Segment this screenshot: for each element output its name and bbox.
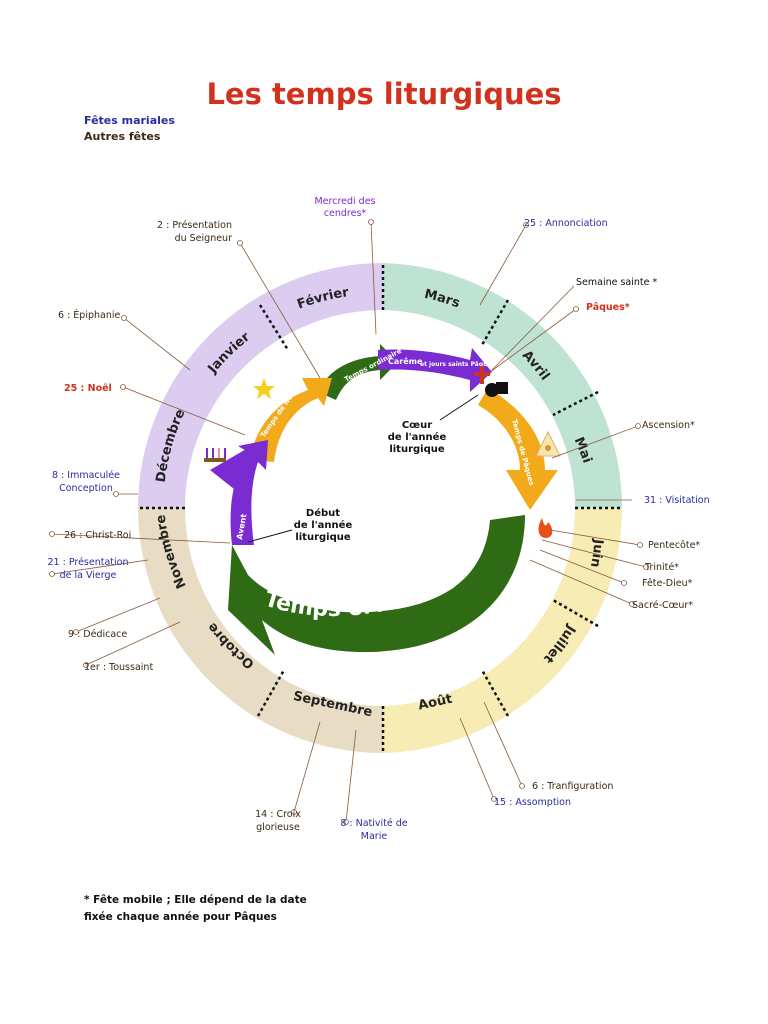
feast-visitation: 31 : Visitation — [644, 495, 710, 506]
arrow-temps-paques — [478, 388, 558, 510]
feast-semaine-sainte: Semaine sainte * — [576, 277, 657, 288]
svg-text:de l'année: de l'année — [294, 519, 353, 531]
feast-nativite-marie-2: Marie — [361, 831, 388, 842]
divider-apr-may — [552, 390, 599, 417]
feast-christ-roi: 26 : Christ-Roi — [64, 530, 131, 541]
feast-annonciation: 25 : Annonciation — [524, 218, 608, 229]
footnote-line-1: * Fête mobile ; Elle dépend de la date — [84, 894, 307, 906]
note-debut: Début de l'année liturgique — [247, 507, 353, 543]
star-icon — [253, 378, 275, 399]
feast-presentation-vierge-2: de la Vierge — [60, 570, 117, 581]
svg-text:Cœur: Cœur — [402, 420, 432, 431]
feast-croix-glorieuse-1: 14 : Croix — [255, 809, 301, 820]
feast-fete-dieu: Fête-Dieu* — [642, 578, 693, 589]
svg-text:liturgique: liturgique — [295, 532, 351, 543]
tomb-icon — [485, 382, 508, 397]
season-arrows — [210, 344, 558, 655]
label-careme: Carême — [388, 356, 423, 366]
feast-epiphanie: 6 : Épiphanie — [58, 309, 120, 321]
candles-icon — [204, 448, 226, 462]
feast-transfiguration: 6 : Tranfiguration — [532, 781, 613, 792]
month-juin: Juin — [587, 538, 606, 569]
note-coeur: Cœur de l'année liturgique — [388, 394, 479, 455]
note-debut-pointer — [247, 529, 293, 543]
feast-dedicace: 9 : Dédicace — [68, 629, 127, 640]
arrow-temps-ordinaire-big — [228, 515, 525, 655]
feast-markers — [49, 219, 649, 825]
flame-icon — [538, 518, 553, 538]
feast-mercredi-cendres-2: cendres* — [324, 208, 367, 219]
svg-text:liturgique: liturgique — [389, 444, 445, 455]
svg-text:de l'année: de l'année — [388, 431, 447, 443]
divider-jan-feb — [258, 304, 290, 351]
feast-mercredi-cendres-1: Mercredi des — [314, 196, 375, 207]
month-aout: Août — [417, 692, 454, 714]
feast-presentation-seigneur-1: 2 : Présentation — [157, 220, 232, 231]
feast-leaders — [51, 221, 647, 823]
feast-sacre-coeur: Sacré-Cœur* — [632, 600, 693, 611]
feast-ascension: Ascension* — [642, 420, 695, 431]
ring-autumn — [138, 508, 383, 753]
ring-winter — [138, 263, 383, 508]
note-coeur-pointer — [439, 394, 479, 421]
label-avent: Avent — [235, 513, 248, 540]
legend-other: Autres fêtes — [84, 130, 161, 143]
feast-toussaint: 1er : Toussaint — [84, 662, 153, 673]
month-dividers — [140, 265, 620, 751]
cross-icon — [474, 366, 490, 384]
feast-immaculee-1: 8 : Immaculée — [52, 470, 120, 481]
feast-croix-glorieuse-2: glorieuse — [256, 822, 300, 833]
feast-assomption: 15 : Assomption — [494, 797, 571, 808]
ascension-icon — [535, 430, 561, 457]
feast-trinite: Trinité* — [644, 562, 679, 573]
feast-labels: 2 : Présentation du Seigneur Mercredi de… — [48, 196, 710, 842]
month-ring — [138, 263, 622, 753]
feast-noel: 25 : Noël — [64, 383, 112, 394]
label-jours-saints: et jours saints Pâques — [420, 361, 495, 368]
feast-immaculee-2: Conception — [59, 483, 113, 494]
divider-jul-aug — [480, 669, 510, 717]
arrow-temps-noel — [250, 378, 332, 462]
divider-mar-apr — [480, 299, 510, 346]
feast-presentation-seigneur-2: du Seigneur — [175, 233, 233, 244]
page-title: Les temps liturgiques — [206, 77, 561, 111]
feast-nativite-marie-1: 8 : Nativité de — [340, 818, 407, 829]
feast-paques: Pâques* — [586, 302, 630, 313]
legend-marial: Fêtes mariales — [84, 114, 175, 127]
arrow-avent — [230, 440, 268, 545]
feast-pentecote: Pentecôte* — [648, 540, 700, 551]
divider-sep-oct — [256, 669, 286, 717]
divider-jun-jul — [552, 598, 599, 628]
icons — [204, 366, 561, 538]
footnote-line-2: fixée chaque année pour Pâques — [84, 911, 277, 923]
svg-text:Début: Début — [306, 507, 340, 519]
arrow-careme — [378, 348, 492, 392]
arrow-jours-noel — [210, 448, 248, 500]
feast-presentation-vierge-1: 21 : Présentation — [48, 557, 129, 568]
